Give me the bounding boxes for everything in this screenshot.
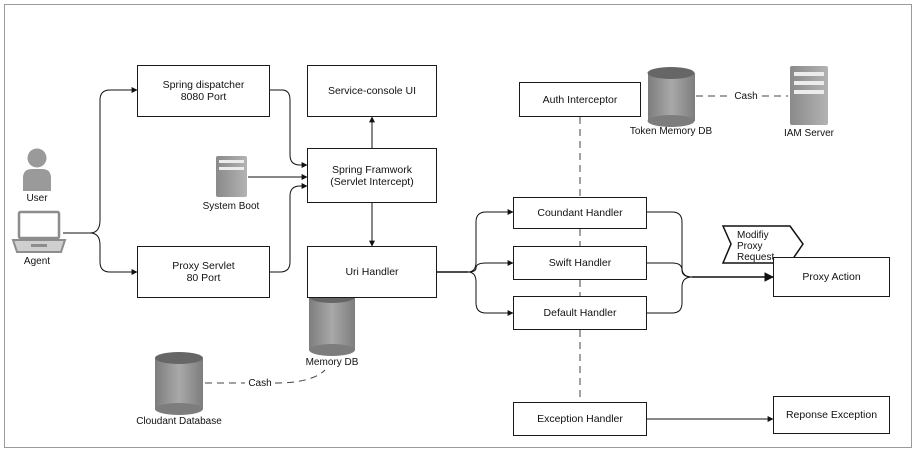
swift-handler-box: Swift Handler [513, 246, 647, 280]
proxy-merge [647, 211, 774, 422]
auth-interceptor-box: Auth Interceptor [519, 82, 641, 117]
handler-fanout [437, 209, 514, 316]
client-connectors [63, 87, 138, 275]
system-boot-label: System Boot [202, 201, 260, 212]
dashed-links [205, 95, 788, 402]
token-db-icon [647, 67, 695, 127]
coundant-handler-box: Coundant Handler [513, 197, 647, 229]
iam-server-label: IAM Server [783, 128, 834, 139]
memory-db-label: Memory DB [305, 357, 359, 368]
reponse-exception-box: Reponse Exception [773, 396, 890, 434]
token-db-label: Token Memory DB [629, 126, 713, 137]
exception-handler-box: Exception Handler [513, 402, 647, 436]
system-boot-server-icon [216, 156, 247, 197]
modify-request-label: Modifiy Proxy Request [737, 230, 775, 263]
uri-handler-box: Uri Handler [307, 246, 437, 298]
diagram-frame [4, 4, 912, 448]
cloudant-db-label: Cloudant Database [136, 416, 222, 427]
framework-inputs [248, 89, 375, 273]
cash-label-left: Cash [248, 378, 272, 389]
proxy-action-box: Proxy Action [773, 257, 890, 297]
cloudant-db-icon [155, 352, 203, 415]
spring-dispatcher-box: Spring dispatcher 8080 Port [137, 65, 270, 117]
laptop-icon [11, 210, 67, 253]
iam-server-icon [790, 66, 828, 125]
cash-label-top: Cash [734, 91, 758, 102]
memory-db-icon [309, 291, 355, 356]
default-handler-box: Default Handler [513, 296, 647, 330]
agent-label: Agent [23, 256, 51, 267]
user-icon [23, 148, 51, 191]
service-console-box: Service-console UI [307, 65, 437, 117]
proxy-servlet-box: Proxy Servlet 80 Port [137, 246, 270, 298]
user-label: User [26, 193, 48, 204]
spring-framework-box: Spring Framwork (Servlet Intercept) [307, 148, 437, 203]
